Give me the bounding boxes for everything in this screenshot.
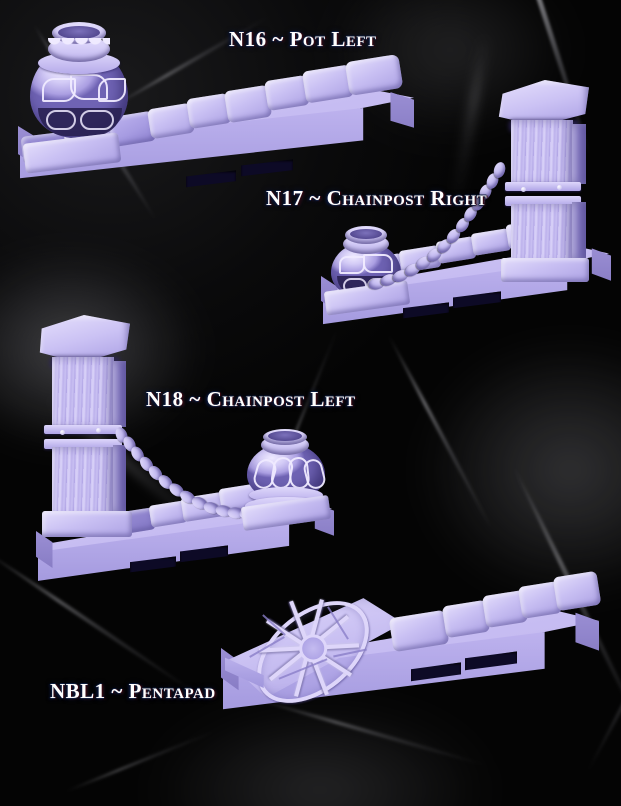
nbl1-cobble-stone — [388, 609, 450, 653]
label-n18: N18 ~ Chainpost Left — [146, 387, 356, 411]
label-n17: N17 ~ Chainpost Right — [266, 186, 488, 210]
n17-post-shaft-lower — [511, 204, 573, 266]
n17-post-collar-top — [505, 182, 581, 191]
n18-post-shaft-upper — [52, 357, 114, 429]
n16-pot — [24, 22, 134, 152]
n17-post-shaft-lower-side — [572, 202, 586, 260]
n18-post-footing — [42, 511, 132, 537]
n17-post-footing — [501, 258, 589, 282]
n16-slab-right-end — [390, 92, 414, 128]
n18-post-shaft-upper-side — [113, 361, 126, 427]
nbl1-pentagram-pad — [223, 580, 403, 724]
nbl1-cobble-wall — [215, 570, 605, 730]
n18-post-collar-top — [44, 425, 122, 434]
n18-post-shaft-lower — [52, 447, 114, 519]
model-n17-chainpost-right — [315, 80, 615, 350]
nbl1-cobble-stone — [552, 570, 602, 612]
n17-pot-mouth — [350, 229, 382, 239]
n18-post-collar-bottom — [44, 439, 122, 449]
n16-pot-glyph — [80, 110, 114, 130]
n18-post-rivet — [96, 428, 101, 433]
model-n16-pot-left — [10, 22, 420, 200]
n18-pot-mouth — [268, 431, 302, 441]
n16-pot-glyph — [46, 110, 76, 130]
n17-pot-glyph — [363, 254, 393, 273]
n18-slab-left-end — [36, 531, 53, 568]
n17-post-rivet — [521, 187, 526, 192]
n18-post — [34, 315, 144, 537]
n16-pot-glyph — [98, 78, 126, 102]
nbl1-slab-right-end — [575, 612, 599, 651]
n17-post-shaft-upper-side — [572, 124, 586, 184]
model-nbl1-pentapad — [215, 570, 605, 730]
n18-post-rivet — [60, 430, 65, 435]
n16-pot-mouth — [58, 26, 100, 39]
n17-post — [493, 80, 603, 282]
n17-post-shaft-upper — [511, 120, 573, 186]
n16-pot-drip-motif — [48, 38, 110, 56]
n17-post-rivet — [557, 185, 562, 190]
n18-post-shaft-lower-side — [113, 445, 126, 513]
n17-slab-right-end — [591, 248, 611, 281]
model-n18-chainpost-left — [30, 305, 350, 595]
n18-post-capstone — [39, 315, 130, 363]
n17-post-collar-bottom — [505, 196, 581, 206]
label-nbl1: NBL1 ~ Pentapad — [50, 679, 216, 703]
label-n16: N16 ~ Pot Left — [229, 27, 377, 51]
